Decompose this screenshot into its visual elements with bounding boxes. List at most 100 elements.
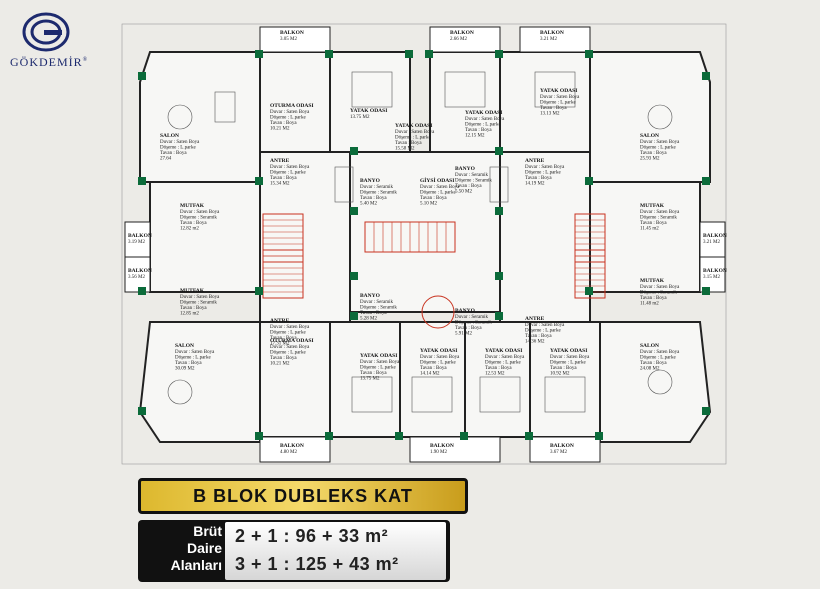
room-finish-23-2: Tavan : Boya xyxy=(270,336,297,341)
room-finish-6-2: Tavan : Boya xyxy=(395,141,422,146)
room-area-7: 12.15 M2 xyxy=(465,134,485,139)
bed-top-3 xyxy=(534,71,576,108)
room-finish-12-0: Duvar : Saten Boya xyxy=(420,185,460,190)
room-finish-12-1: Döşeme : L.parke xyxy=(420,191,456,196)
room-finish-33-1: Döşeme : L.parke xyxy=(640,356,676,361)
room-finish-3-0: Duvar : Saten Boya xyxy=(160,140,200,145)
room-area-16: 11.45 m2 xyxy=(640,227,659,232)
bed-bottom-4 xyxy=(544,376,586,413)
room-name-8: YATAK ODASI xyxy=(540,88,577,94)
room-finish-23-1: Döşeme : L.parke xyxy=(270,331,306,336)
plan-frame xyxy=(121,23,727,465)
plan-title-banner: B BLOK DUBLEKS KAT xyxy=(138,478,468,514)
column-15 xyxy=(255,287,263,295)
room-name-6: YATAK ODASI xyxy=(395,123,432,129)
column-17 xyxy=(495,312,503,320)
room-finish-21-0: Duvar : Saten Boya xyxy=(180,295,220,300)
room-name-18: BALKON xyxy=(703,233,727,239)
apartment-left-top xyxy=(139,51,261,183)
area-row-2plus1: 2 + 1 : 96 + 33 m² xyxy=(235,526,389,546)
room-finish-29-2: Tavan : Boya xyxy=(360,371,387,376)
room-finish-11-1: Döşeme : Seramik xyxy=(360,191,397,196)
room-area-27: 30.09 M2 xyxy=(175,367,195,372)
room-area-33: 24.08 M2 xyxy=(640,367,660,372)
room-yatak-bottom-2 xyxy=(399,321,466,438)
balcony-right-1 xyxy=(699,221,726,258)
column-12 xyxy=(585,177,593,185)
room-finish-15-1: Döşeme : Seramik xyxy=(180,216,217,221)
room-area-0: 3.05 M2 xyxy=(280,37,297,42)
column-3 xyxy=(405,50,413,58)
room-finish-33-0: Duvar : Saten Boya xyxy=(640,350,680,355)
column-8 xyxy=(138,177,146,185)
area-summary-panel: Brüt Daire Alanları 2 + 1 : 96 + 33 m² 3… xyxy=(138,520,450,582)
room-finish-24-0: Duvar : Seramik xyxy=(360,300,394,305)
bed-bottom-3 xyxy=(479,376,521,413)
column-20 xyxy=(138,407,146,415)
column-21 xyxy=(255,432,263,440)
room-name-36: BALKON xyxy=(550,443,574,449)
room-finish-16-2: Tavan : Boya xyxy=(640,221,667,226)
room-finish-28-2: Tavan : Boya xyxy=(270,356,297,361)
column-22 xyxy=(325,432,333,440)
kitchen-left xyxy=(149,181,261,293)
room-finish-25-1: Döşeme : Seramik xyxy=(455,321,492,326)
room-area-28: 10.21 M2 xyxy=(270,362,290,367)
room-area-5: 13.75 M2 xyxy=(350,115,370,120)
gokdemir-logo-mark xyxy=(22,12,70,52)
room-finish-14-0: Duvar : Saten Boya xyxy=(525,165,565,170)
column-7 xyxy=(702,72,710,80)
room-area-29: 13.75 M2 xyxy=(360,377,380,382)
column-26 xyxy=(595,432,603,440)
room-finish-7-1: Döşeme : L.parke xyxy=(465,123,501,128)
room-area-13: 5.50 M2 xyxy=(455,190,472,195)
column-28 xyxy=(350,207,358,215)
room-name-1: BALKON xyxy=(450,30,474,36)
room-finish-22-1: Döşeme : Seramik xyxy=(640,291,677,296)
apartment-right-bottom xyxy=(599,321,712,443)
room-name-28: OTURMA ODASI xyxy=(270,338,314,344)
room-name-16: MUTFAK xyxy=(640,203,665,209)
room-area-11: 5.40 M2 xyxy=(360,202,377,207)
room-area-3: 27.64 xyxy=(160,157,172,162)
area-label-line-1: Brüt xyxy=(193,523,222,539)
column-4 xyxy=(425,50,433,58)
bed-top-2 xyxy=(444,71,486,108)
room-finish-27-1: Döşeme : L.parke xyxy=(175,356,211,361)
area-summary-label: Brüt Daire Alanları xyxy=(142,523,222,574)
column-5 xyxy=(495,50,503,58)
room-finish-25-0: Duvar : Seramik xyxy=(455,315,489,320)
area-label-line-2: Daire xyxy=(186,540,222,556)
room-finish-4-1: Döşeme : L.parke xyxy=(270,116,306,121)
room-finish-7-0: Duvar : Saten Boya xyxy=(465,117,505,122)
room-area-15: 12.82 m2 xyxy=(180,227,199,232)
room-area-4: 10.21 M2 xyxy=(270,127,290,132)
room-area-24: 5.28 M2 xyxy=(360,317,377,322)
room-finish-12-2: Tavan : Boya xyxy=(420,196,447,201)
room-name-33: SALON xyxy=(640,343,659,349)
room-area-23: 17.31 M2 xyxy=(270,342,290,347)
room-finish-25-2: Tavan : Boya xyxy=(455,326,482,331)
balcony-right-2 xyxy=(699,256,726,293)
bed-bottom-1 xyxy=(351,376,393,413)
room-finish-27-2: Tavan : Boya xyxy=(175,361,202,366)
room-name-5: YATAK ODASI xyxy=(350,108,387,114)
column-14 xyxy=(138,287,146,295)
room-finish-32-1: Döşeme : L.parke xyxy=(550,361,586,366)
plan-title: B BLOK DUBLEKS KAT xyxy=(193,486,413,506)
room-finish-24-2: Tavan : Boya xyxy=(360,311,387,316)
bathtub-right xyxy=(489,166,509,203)
column-13 xyxy=(702,177,710,185)
room-area-9: 25.93 M2 xyxy=(640,157,660,162)
column-10 xyxy=(350,147,358,155)
column-0 xyxy=(138,72,146,80)
room-name-2: BALKON xyxy=(540,30,564,36)
room-finish-14-2: Tavan : Boya xyxy=(525,176,552,181)
room-area-12: 5.10 M2 xyxy=(420,202,437,207)
room-finish-13-0: Duvar : Seramik xyxy=(455,173,489,178)
room-area-2: 3.21 M2 xyxy=(540,37,557,42)
bathtub-left xyxy=(334,166,354,203)
room-finish-7-2: Tavan : Boya xyxy=(465,128,492,133)
